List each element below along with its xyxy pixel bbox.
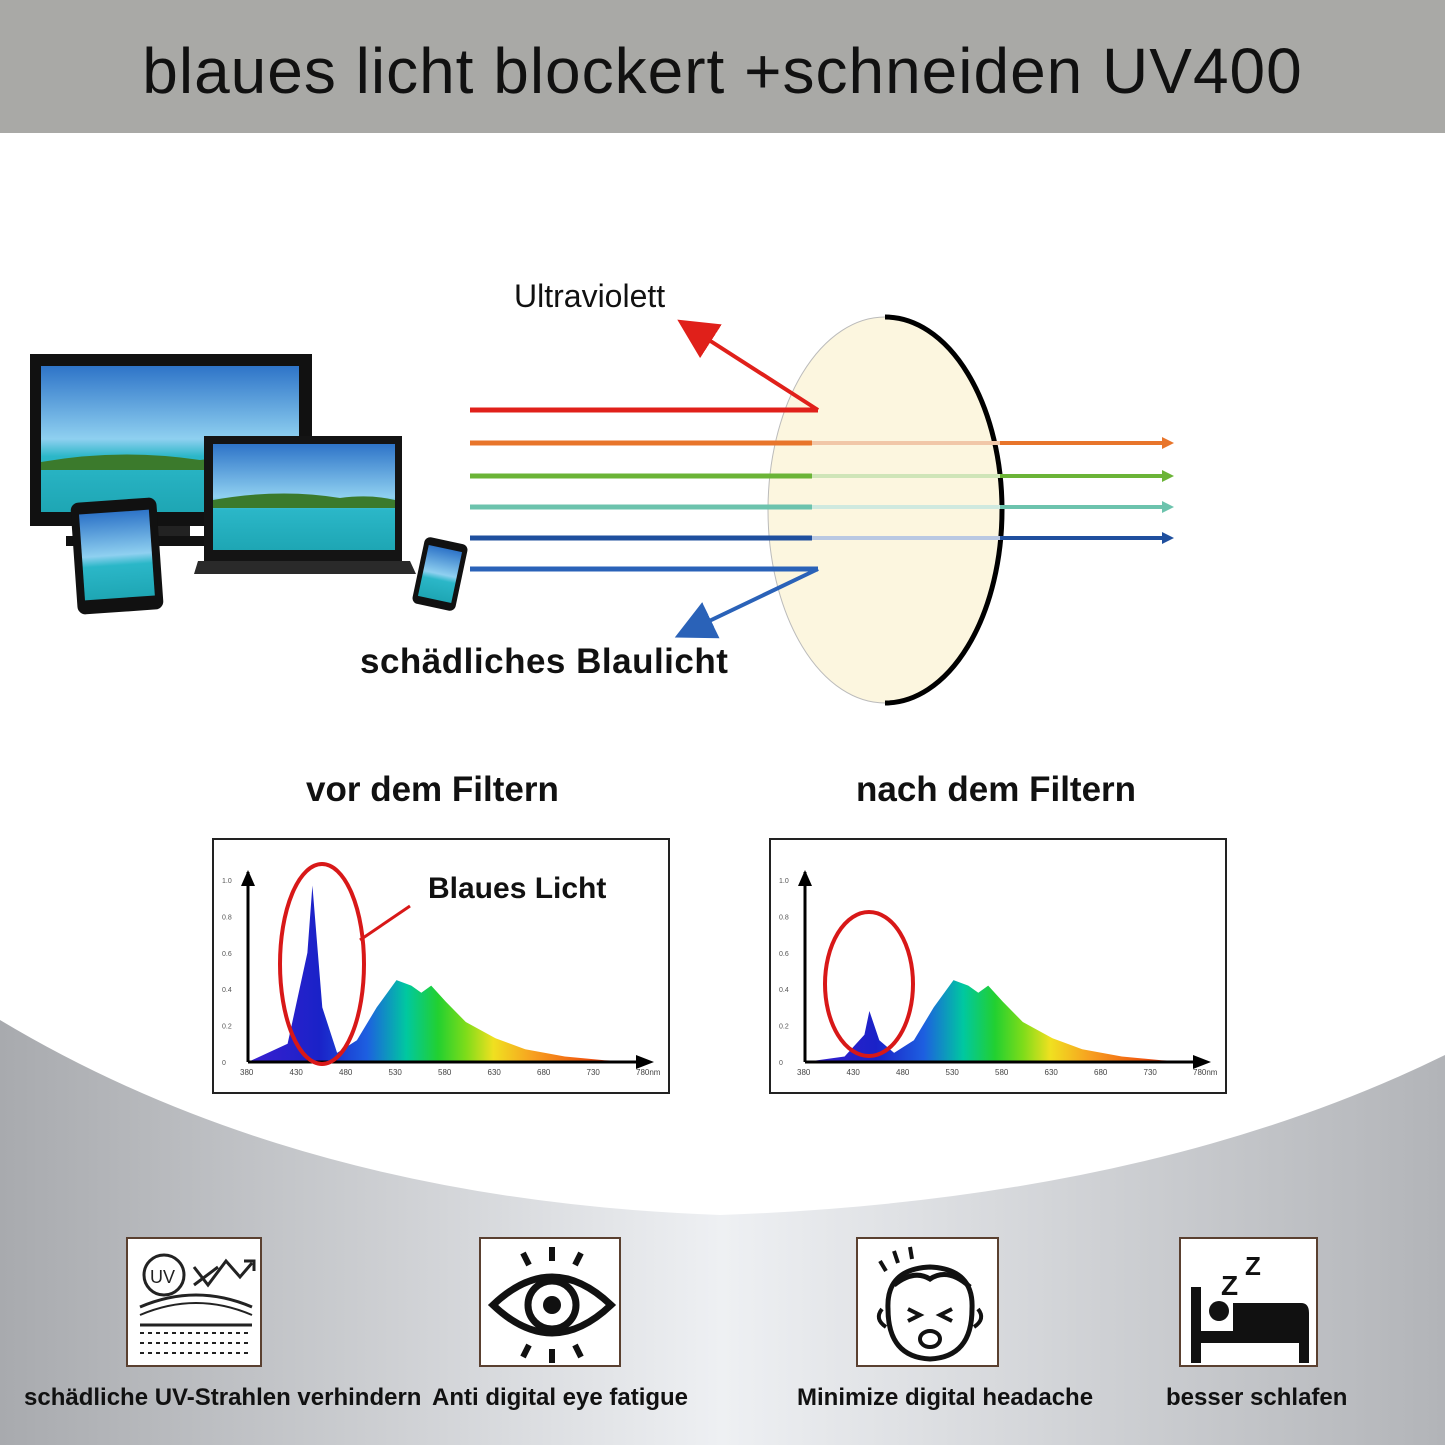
annotation-pointer: [359, 904, 411, 942]
blue-light-annotation: Blaues Licht: [428, 872, 607, 905]
x-tick-label: 680: [537, 1068, 551, 1077]
eye-icon: [479, 1237, 621, 1367]
x-tick-label: 730: [587, 1068, 601, 1077]
uv-reflect-arrow: [677, 319, 820, 412]
spectrum-area: [805, 980, 1201, 1062]
spectrum-plot-before: 0 0.2 0.4 0.6 0.8 1.0 380 430 480 530 580 630 680 730…: [222, 862, 661, 1077]
spectrum-plot-after: 0 0.2 0.4 0.6 0.8 1.0 380 430 480 530 580 630 680 730…: [779, 870, 1218, 1077]
svg-text:Z: Z: [1221, 1270, 1238, 1301]
chart-title-before: vor dem Filtern: [306, 770, 559, 809]
y-tick-label: 1.0: [222, 878, 232, 885]
y-tick-label: 0.8: [222, 914, 232, 921]
y-tick-label: 0.2: [222, 1024, 232, 1031]
blue-peak-highlight: [278, 862, 366, 1066]
x-tick-label: 530: [946, 1068, 960, 1077]
x-tick-label: 730: [1144, 1068, 1158, 1077]
y-tick-label: 1.0: [779, 878, 789, 885]
tablet-icon: [70, 497, 164, 615]
light-filter-diagram: [30, 314, 1174, 706]
x-tick-label: 430: [290, 1068, 304, 1077]
feature-label-uv: schädliche UV-Strahlen verhindern: [24, 1384, 422, 1411]
page-title: blaues licht blockert +schneiden UV400: [142, 35, 1303, 107]
x-tick-label: 630: [1045, 1068, 1059, 1077]
headache-face-icon: [856, 1237, 999, 1367]
y-tick-label: 0.6: [222, 951, 232, 958]
y-tick-label: 0: [779, 1060, 783, 1067]
x-tick-label: 380: [797, 1068, 811, 1077]
x-tick-label: 580: [438, 1068, 452, 1077]
uv-shield-icon: UV: [126, 1237, 262, 1367]
y-tick-label: 0.4: [222, 987, 232, 994]
ultraviolet-label: Ultraviolett: [514, 278, 666, 314]
y-tick-label: 0.8: [779, 914, 789, 921]
feature-label-eye: Anti digital eye fatigue: [432, 1384, 689, 1411]
blue-reflect-arrow: [674, 567, 819, 639]
spectrum-chart-before: 0 0.2 0.4 0.6 0.8 1.0 380 430 480 530 580 630 680 730…: [212, 838, 670, 1094]
feature-label-sleep: besser schlafen: [1166, 1384, 1348, 1411]
feature-label-headache: Minimize digital headache: [797, 1384, 1094, 1411]
y-tick-label: 0.2: [779, 1024, 789, 1031]
svg-text:Z: Z: [1245, 1251, 1261, 1281]
smartphone-icon: [412, 537, 468, 611]
spectrum-chart-after: 0 0.2 0.4 0.6 0.8 1.0 380 430 480 530 580 630 680 730…: [769, 838, 1227, 1094]
spectrum-area: [248, 885, 644, 1062]
svg-text:UV: UV: [150, 1267, 175, 1287]
lens-icon: [767, 314, 1005, 706]
x-tick-label: 430: [847, 1068, 861, 1077]
header-bar: blaues licht blockert +schneiden UV400: [0, 0, 1445, 133]
x-tick-label: 780nm: [1193, 1068, 1218, 1077]
x-tick-label: 380: [240, 1068, 254, 1077]
laptop-icon: [194, 436, 416, 574]
x-axis-arrow: [636, 1055, 654, 1069]
x-axis-arrow: [1193, 1055, 1211, 1069]
x-tick-label: 480: [896, 1068, 910, 1077]
blue-peak-highlight: [823, 910, 915, 1058]
chart-title-after: nach dem Filtern: [856, 770, 1137, 809]
y-axis-arrow: [798, 870, 812, 886]
y-tick-label: 0: [222, 1060, 226, 1067]
x-tick-label: 630: [488, 1068, 502, 1077]
x-tick-label: 580: [995, 1068, 1009, 1077]
y-tick-label: 0.4: [779, 987, 789, 994]
x-tick-label: 680: [1094, 1068, 1108, 1077]
y-tick-label: 0.6: [779, 951, 789, 958]
sleep-bed-icon: Z Z: [1179, 1237, 1318, 1367]
x-tick-label: 530: [389, 1068, 403, 1077]
harmful-blue-light-label: schädliches Blaulicht: [360, 642, 729, 681]
x-tick-label: 780nm: [636, 1068, 661, 1077]
x-tick-label: 480: [339, 1068, 353, 1077]
y-axis-arrow: [241, 870, 255, 886]
